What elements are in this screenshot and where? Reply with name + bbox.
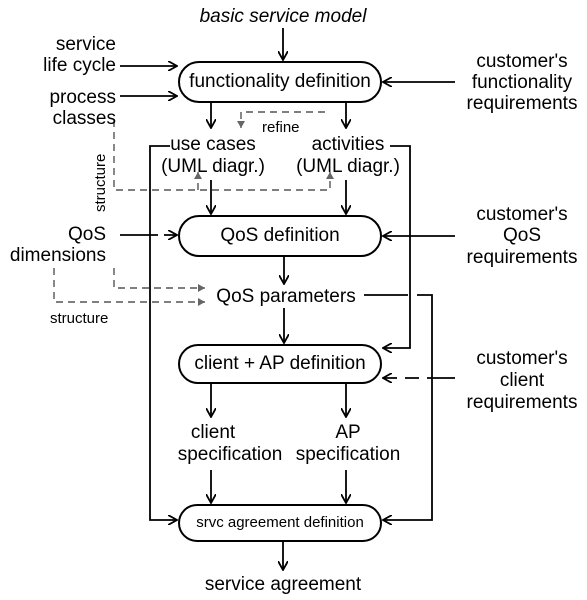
- qos-dimensions-label-1: QoS: [67, 224, 106, 245]
- activities-label: activities: [311, 134, 385, 155]
- use-cases-label: use cases: [170, 134, 256, 155]
- structure-dashed-qos-dimensions-2: [113, 268, 205, 292]
- qos-definition-label: QoS definition: [220, 225, 340, 246]
- bus-params-to-agreement-2: [383, 294, 433, 520]
- qos-dimensions-label-2: dimensions: [9, 245, 106, 266]
- client-ap-definition-label: client + AP definition: [194, 353, 366, 374]
- qos-definition-box: [178, 215, 382, 257]
- qos-req-label-3: requirements: [466, 247, 578, 268]
- functionality-definition-box: [178, 61, 382, 103]
- refine-dashed: [237, 111, 325, 128]
- qos-parameters-label: QoS parameters: [216, 286, 356, 307]
- service-agreement-label: service agreement: [204, 574, 362, 595]
- client-ap-definition-box: [178, 344, 382, 384]
- refine-label: refine: [262, 119, 300, 136]
- model-title: basic service model: [199, 6, 367, 27]
- bus-use-cases-to-agreement: [149, 145, 177, 520]
- client-spec-label-1: client: [190, 422, 236, 443]
- client-req-label-1: customer's: [476, 348, 568, 369]
- agreement-definition-label: srvc agreement definition: [196, 514, 364, 531]
- process-classes-label-1: process: [49, 87, 116, 108]
- use-cases-uml-label: (UML diagr.): [161, 156, 265, 177]
- bus-activities-to-client-ap: [383, 145, 411, 348]
- ap-spec-label-1: AP: [335, 422, 361, 443]
- client-spec-label-2: specification: [177, 444, 283, 465]
- client-req-label-2: client: [499, 370, 545, 391]
- structure-horizontal-label: structure: [50, 310, 109, 327]
- functionality-req-label-3: requirements: [466, 93, 578, 114]
- qos-req-label-1: customer's: [476, 204, 568, 225]
- functionality-definition-label: functionality definition: [189, 71, 371, 92]
- ap-spec-label-2: specification: [295, 444, 401, 465]
- structure-dashed-qos-dimensions: [53, 268, 205, 306]
- structure-vertical-label: structure: [92, 153, 109, 212]
- process-classes-label-2: classes: [52, 108, 116, 129]
- functionality-req-label-1: customer's: [476, 51, 568, 72]
- life-cycle-label-2: life cycle: [43, 55, 116, 76]
- agreement-definition-box: [178, 504, 382, 542]
- activities-uml-label: (UML diagr.): [296, 156, 400, 177]
- life-cycle-label-1: service: [55, 34, 116, 55]
- client-req-label-3: requirements: [466, 392, 578, 413]
- structure-dashed-process-classes: [113, 120, 334, 191]
- qos-req-label-2: QoS: [502, 225, 542, 246]
- functionality-req-label-2: functionality: [471, 72, 573, 93]
